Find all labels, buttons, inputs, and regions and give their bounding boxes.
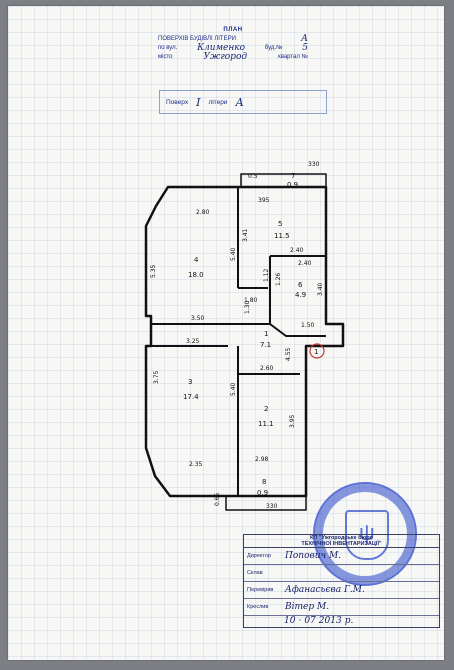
dim-room6-right: 3.40 bbox=[317, 282, 324, 296]
room5-area: 11.5 bbox=[274, 232, 290, 240]
composed-label: Склав bbox=[247, 570, 263, 576]
dim-room4-top: 2.80 bbox=[196, 209, 210, 216]
header-letter: А bbox=[301, 34, 308, 44]
dim-room5-left: 3.41 bbox=[242, 228, 249, 242]
date-suffix: р. bbox=[344, 616, 354, 626]
street-value: Клименко bbox=[197, 43, 246, 53]
city-prefix: місто bbox=[158, 54, 173, 60]
room4-id: 4 bbox=[194, 256, 199, 264]
city-value: Ужгород bbox=[203, 52, 248, 62]
header-subtitle: ПОВЕРХІВ БУДІВЛІ ЛІТЕРИ bbox=[158, 36, 236, 42]
dim-room2-right: 3.95 bbox=[289, 414, 296, 428]
director-row: Директор Попович М. bbox=[244, 548, 439, 565]
dim-corridor-b: 1.80 bbox=[244, 297, 258, 304]
room1-id: 1 bbox=[264, 330, 268, 338]
room1-area: 7.1 bbox=[260, 341, 271, 349]
director-value: Попович М. bbox=[285, 551, 342, 561]
dim-room4-right: 5.40 bbox=[230, 247, 237, 261]
letter-label: літери bbox=[208, 98, 228, 106]
room8-area: 0.9 bbox=[257, 489, 268, 497]
drafted-label: Креслив bbox=[247, 604, 269, 610]
dim-room4-left: 5.35 bbox=[150, 264, 157, 278]
dim-top-overall: 330 bbox=[308, 161, 320, 168]
room4-area: 18.0 bbox=[188, 271, 204, 279]
dim-room7-depth: 0.5 bbox=[248, 173, 258, 180]
room7-id: 7 bbox=[291, 172, 295, 180]
dim-entry: 4.55 bbox=[285, 347, 292, 361]
trident-icon: ψ bbox=[359, 520, 375, 545]
dim-room3-top: 3.25 bbox=[186, 338, 200, 345]
dim-room2-top: 2.60 bbox=[260, 365, 274, 372]
room6-id: 6 bbox=[298, 281, 303, 289]
date-row: 10 · 07 2013 р. bbox=[284, 616, 354, 626]
letter-value: А bbox=[235, 95, 244, 109]
floor-plan: 330 395 0.5 7 0.9 2.80 5.35 4 18.0 3.50 … bbox=[144, 161, 345, 511]
dim-room4-bottom: 3.50 bbox=[191, 315, 205, 322]
date-year: 2013 bbox=[318, 616, 342, 626]
outer-wall bbox=[144, 185, 345, 498]
floor-value: I bbox=[196, 95, 201, 109]
dim-room6-left: 1.26 bbox=[275, 272, 282, 286]
date-month: 07 bbox=[304, 616, 316, 626]
document-sheet: ПЛАН ПОВЕРХІВ БУДІВЛІ ЛІТЕРИ А по вул. К… bbox=[8, 6, 444, 660]
street-prefix: по вул. bbox=[158, 45, 178, 51]
dim-room3-right: 5.40 bbox=[230, 382, 237, 396]
building-value: 5 bbox=[302, 43, 308, 53]
room2-area: 11.1 bbox=[258, 420, 274, 428]
interior-wall bbox=[151, 187, 326, 496]
bureau-line2: ТЕХНІЧНОЇ ІНВЕНТАРИЗАЦІЇ" bbox=[301, 541, 382, 547]
dim-room3-bottom: 2.35 bbox=[189, 461, 203, 468]
room3-id: 3 bbox=[188, 378, 192, 386]
room5-id: 5 bbox=[278, 220, 282, 228]
dim-corridor-a: 1.12 bbox=[263, 268, 270, 282]
entry-marker: 1 bbox=[309, 343, 325, 359]
room8-outline bbox=[225, 496, 307, 511]
drafted-row: Креслив Вітер М. bbox=[244, 599, 439, 616]
dim-room7-width: 395 bbox=[258, 197, 270, 204]
dim-corridor-c: 1.30 bbox=[244, 300, 251, 314]
drafted-value: Вітер М. bbox=[285, 602, 330, 612]
room7-outline bbox=[240, 173, 327, 187]
floor-box: Поверх I літери А bbox=[159, 90, 327, 114]
date-day: 10 bbox=[284, 616, 296, 626]
director-label: Директор bbox=[247, 553, 271, 559]
dim-room8-depth: 0.65 bbox=[214, 492, 221, 506]
dim-bottom-overall: 330 bbox=[266, 503, 278, 510]
checked-row: Перевірив Афанасьєва Г.М. bbox=[244, 582, 439, 599]
apartment-label: квартал № bbox=[278, 54, 308, 60]
checked-label: Перевірив bbox=[247, 587, 274, 593]
building-label: буд.№ bbox=[264, 45, 283, 51]
seal-emblem: ψ bbox=[345, 510, 389, 560]
room8-id: 8 bbox=[262, 478, 266, 486]
header-city-line: місто Ужгород квартал № bbox=[158, 53, 308, 62]
checked-value: Афанасьєва Г.М. bbox=[285, 585, 365, 595]
floor-label: Поверх bbox=[166, 98, 189, 106]
header-title: ПЛАН bbox=[223, 27, 243, 33]
dim-room5-bottom: 2.40 bbox=[290, 247, 304, 254]
room3-area: 17.4 bbox=[183, 393, 199, 401]
header-street-line: по вул. Клименко буд.№ 5 bbox=[158, 44, 308, 53]
room6-area: 4.9 bbox=[295, 291, 306, 299]
dim-room3-left: 3.75 bbox=[153, 370, 160, 384]
marker-label: 1 bbox=[314, 348, 318, 356]
title-block-header: КП "Ужгородське бюро ТЕХНІЧНОЇ ІНВЕНТАРИ… bbox=[244, 535, 439, 548]
dim-room6-top: 2.40 bbox=[298, 260, 312, 267]
dim-room6-bottom: 1.50 bbox=[301, 322, 315, 329]
room7-area: 0.9 bbox=[287, 181, 298, 189]
title-block: КП "Ужгородське бюро ТЕХНІЧНОЇ ІНВЕНТАРИ… bbox=[243, 534, 440, 628]
composed-row: Склав bbox=[244, 565, 439, 582]
bureau-line1: КП "Ужгородське бюро bbox=[310, 535, 373, 541]
room2-id: 2 bbox=[264, 405, 268, 413]
dim-room2-bottom: 2.98 bbox=[255, 456, 269, 463]
plan-header: ПЛАН ПОВЕРХІВ БУДІВЛІ ЛІТЕРИ А по вул. К… bbox=[158, 26, 308, 62]
header-subtitle-line: ПОВЕРХІВ БУДІВЛІ ЛІТЕРИ А bbox=[158, 35, 308, 44]
